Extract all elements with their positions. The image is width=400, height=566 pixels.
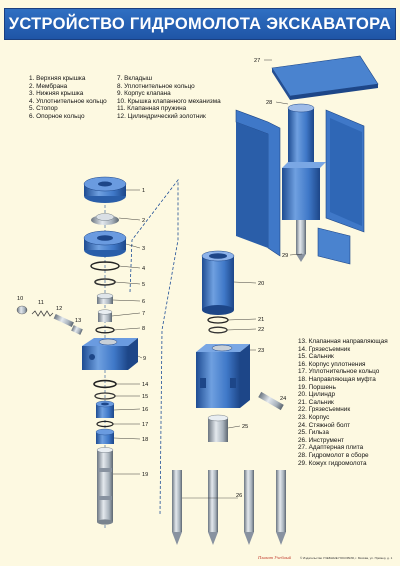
callout-27: 27 [254,58,260,64]
legend-item: 9. Корпус клапана [117,90,171,98]
part-membrane [91,213,119,225]
legend-item: 10. Крышка клапанного механизма [117,97,221,105]
callout-labels: 1 2 3 4 5 6 7 8 9 10 11 12 13 14 15 16 1… [17,58,288,499]
legend-item: 15. Сальник [298,353,334,361]
callout-8: 8 [142,326,145,332]
callout-14: 14 [142,382,148,388]
part-seal-housing [95,400,115,418]
brand-logo: Плакат Учебный [258,555,292,560]
page-title: УСТРОЙСТВО ГИДРОМОЛОТА ЭКСКАВАТОРА [8,15,392,33]
callout-1: 1 [142,188,145,194]
callout-20: 20 [258,281,264,287]
part-valve-cap [16,305,28,315]
callout-3: 3 [142,246,145,252]
legend-item: 20. Цилиндр [298,391,336,399]
callout-25: 25 [242,424,248,430]
legend-left: 1. Верхняя крышка 2. Мембрана 3. Нижняя … [29,75,107,121]
legend-item: 11. Клапанная пружина [117,105,187,113]
title-banner: УСТРОЙСТВО ГИДРОМОЛОТА ЭКСКАВАТОРА [4,8,396,40]
callout-16: 16 [142,407,148,413]
callout-9: 9 [143,356,146,362]
legend-item: 14. Грязесъемник [298,345,351,353]
legend-item: 16. Корпус уплотнения [298,360,366,368]
legend-item: 3. Нижняя крышка [29,90,84,98]
callout-11: 11 [38,300,44,306]
callout-13: 13 [75,318,81,324]
part-lower-cover [83,230,127,257]
callout-21: 21 [258,317,264,323]
legend-item: 19. Поршень [298,383,336,391]
part-top-cover [83,176,127,203]
legend-item: 5. Стопор [29,105,58,113]
part-cylinder [201,250,235,315]
callout-23: 23 [258,348,264,354]
callout-12: 12 [56,306,62,312]
callout-6: 6 [142,299,145,305]
legend-item: 4. Уплотнительное кольцо [29,97,107,105]
legend-item: 12. Цилиндрический золотник [117,112,206,120]
callout-26: 26 [236,493,242,499]
part-tools [172,470,286,545]
legend-right: 13. Клапанная направляющая 14. Грязесъем… [298,338,390,467]
legend-item: 26. Инструмент [298,436,344,444]
legend-item: 6. Опорное кольцо [29,112,85,120]
legend-item: 23. Корпус [298,413,330,421]
callout-29: 29 [282,253,288,259]
legend-item: 22. Грязесъемник [298,406,351,414]
part-hammer-casing [235,109,365,265]
part-housing [196,344,250,408]
callout-10: 10 [17,296,23,302]
part-valve-body [82,338,138,370]
callout-4: 4 [142,266,145,272]
callout-28: 28 [266,100,272,106]
part-sleeve [207,414,229,442]
part-tie-bolt [258,391,284,411]
legend-item: 17. Уплотнительное кольцо [298,368,380,376]
legend-item: 25. Гильза [298,429,329,437]
callout-17: 17 [142,422,148,428]
part-spool [53,313,74,327]
part-valve-guide [71,325,83,335]
part-piston [96,447,114,525]
legend-item: 24. Стяжной болт [298,421,351,429]
legend-item: 18. Направляющая муфта [298,375,376,383]
legend-item: 8. Уплотнительное кольцо [117,82,195,90]
callout-7: 7 [142,311,145,317]
part-support-ring [96,293,114,304]
callout-5: 5 [142,282,145,288]
part-liner [97,309,113,322]
callout-19: 19 [142,472,148,478]
leader-lines [111,59,303,475]
legend-item: 13. Клапанная направляющая [298,338,388,345]
footer-imprint: © Издательство УЧЕБНЫЕ ПОСОБИЯ, г. Москв… [300,556,393,560]
callout-18: 18 [142,437,148,443]
part-guide-sleeve [95,428,115,444]
part-seal-21 [207,316,229,324]
part-dust-seal-22 [208,326,228,334]
part-adapter-plate [271,55,379,100]
legend-item: 28. Гидромолот в сборе [298,451,369,459]
callout-2: 2 [142,218,145,224]
legend-item: 27. Адаптерная плита [298,444,364,452]
part-hammer-assembly [282,103,326,262]
legend-item: 21. Сальник [298,398,334,406]
legend-item: 7. Вкладыш [117,75,152,82]
callout-22: 22 [258,327,264,333]
part-valve-spring [31,310,54,317]
legend-item: 2. Мембрана [29,82,68,90]
callout-15: 15 [142,394,148,400]
legend-middle: 7. Вкладыш 8. Уплотнительное кольцо 9. К… [117,75,221,121]
assembly-axis [129,178,179,516]
callout-24: 24 [280,396,286,402]
legend-item: 1. Верхняя крышка [29,75,86,82]
legend-item: 29. Кожух гидромолота [298,459,367,467]
